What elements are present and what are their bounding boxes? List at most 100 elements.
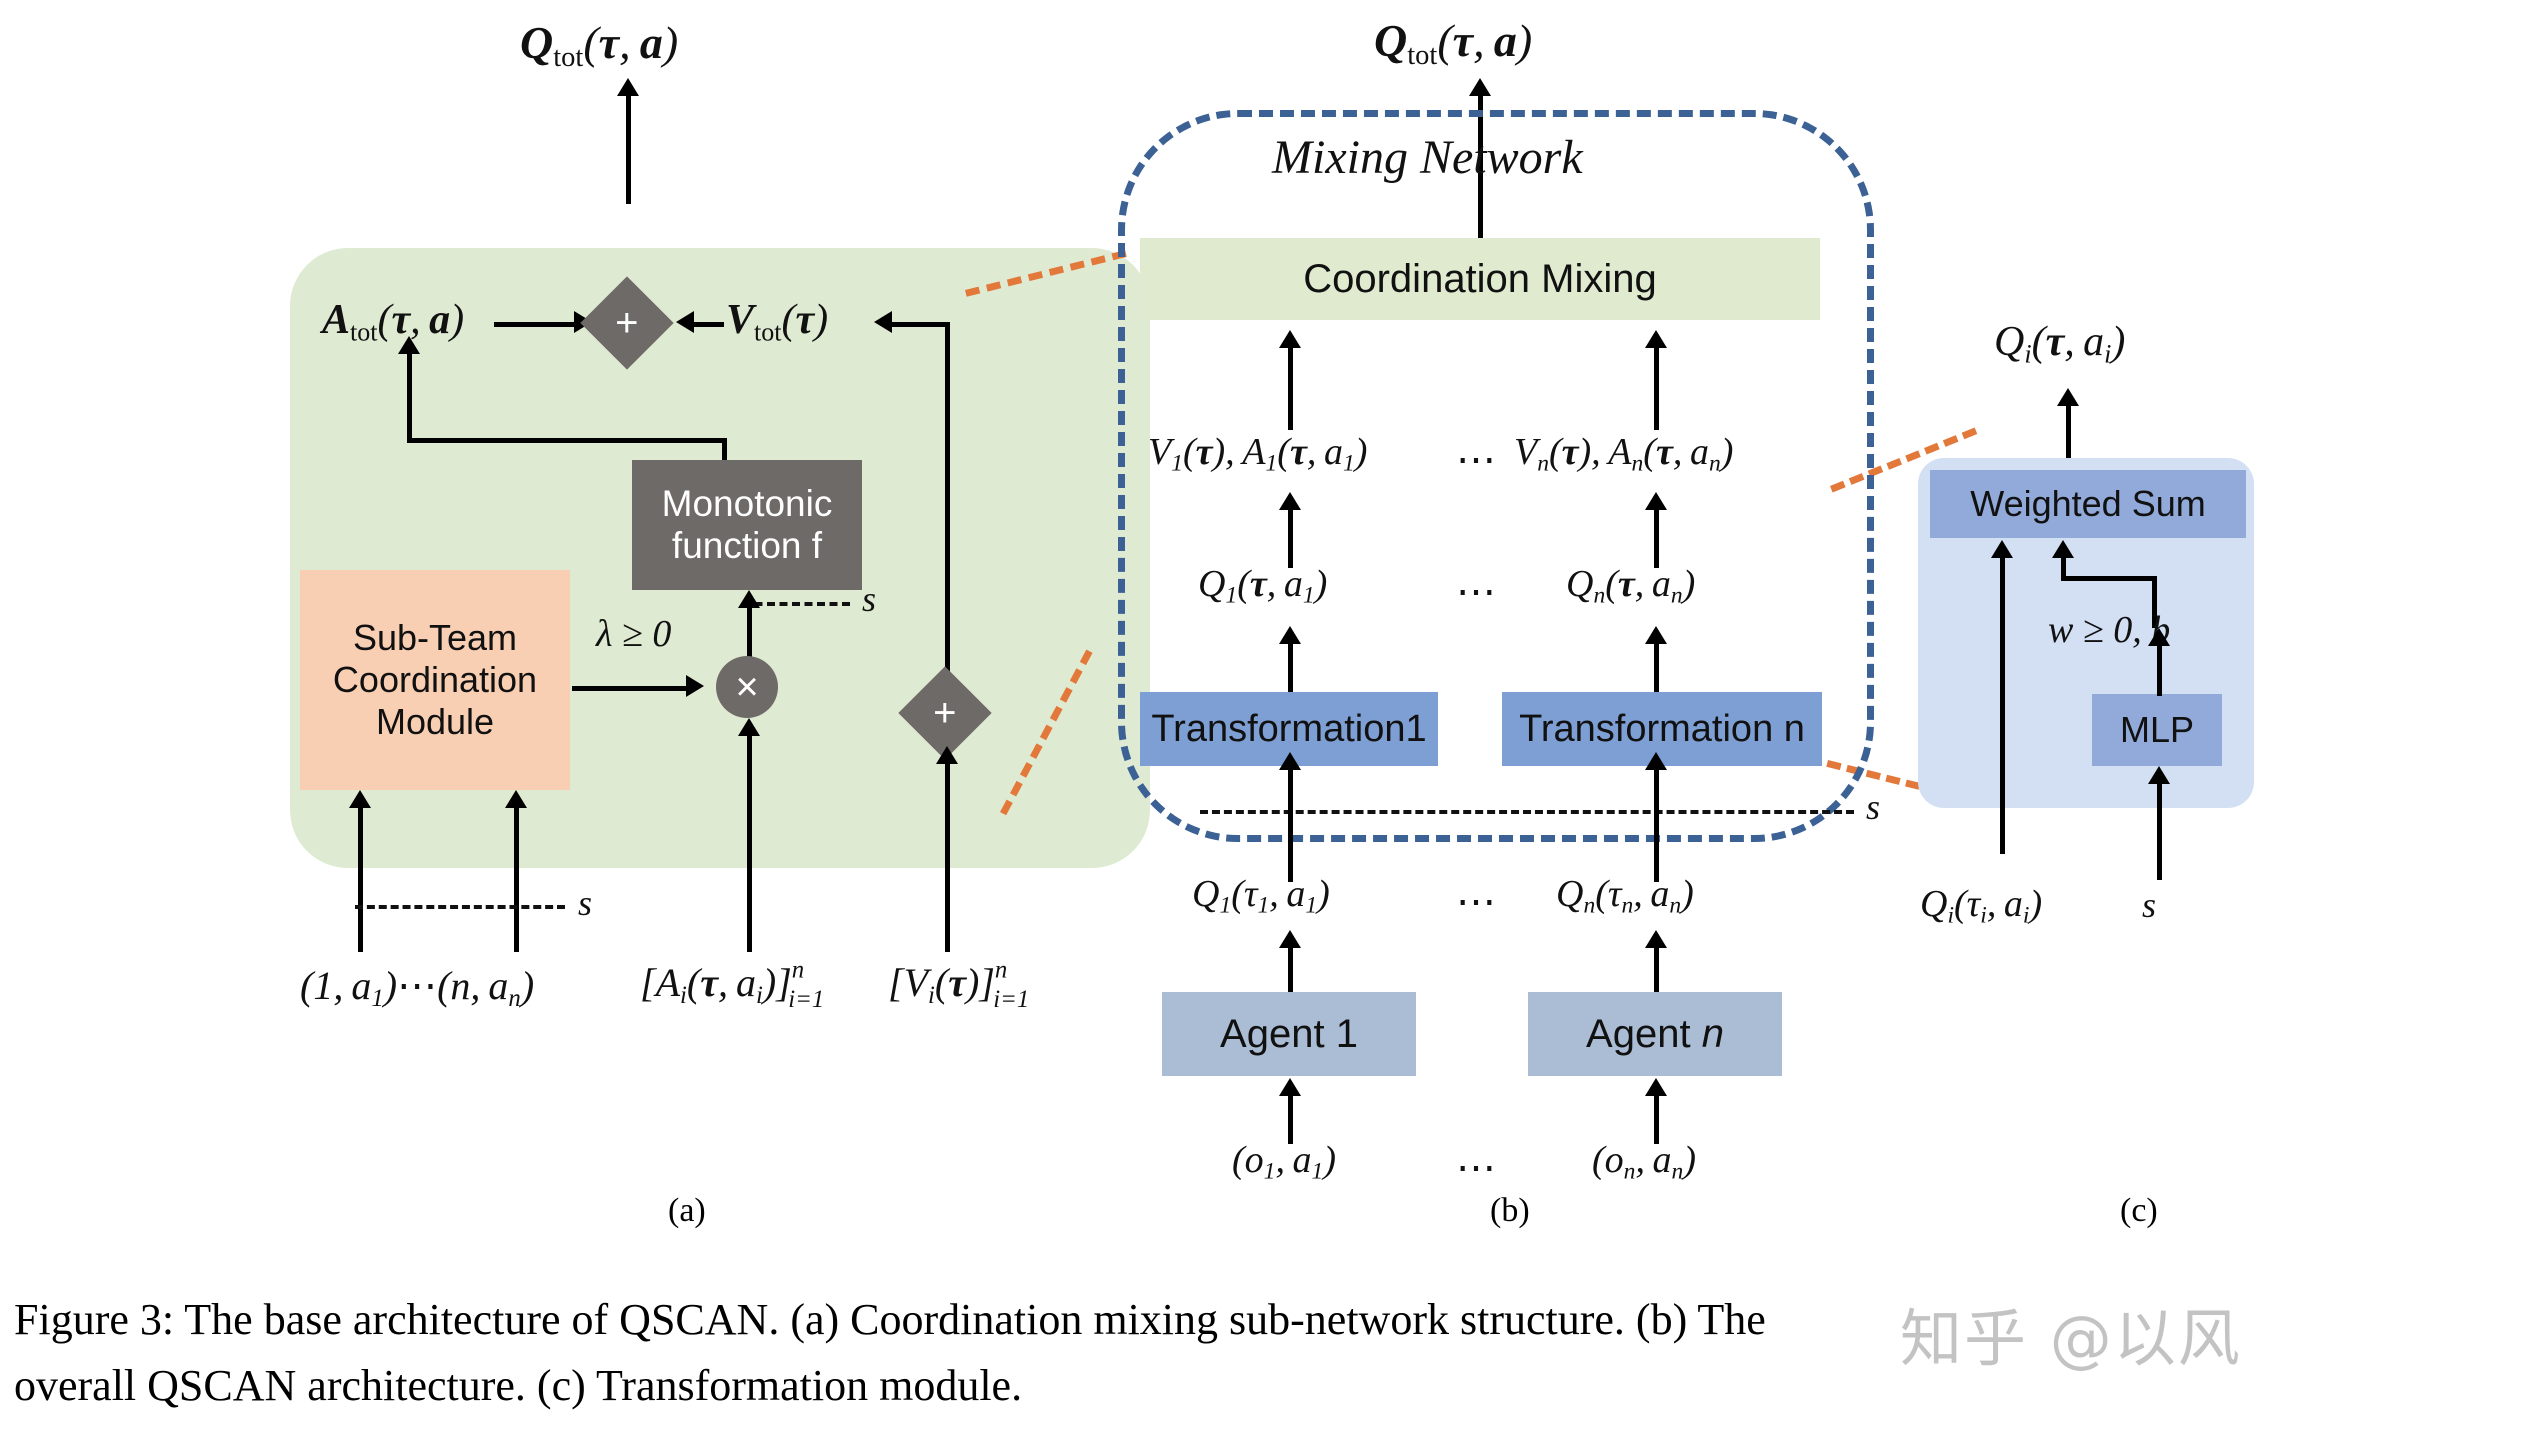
agent-box-1: Agent 1 bbox=[1162, 992, 1416, 1076]
panel-c-input-s: s bbox=[2142, 885, 2157, 925]
coordination-mixing-label: Coordination Mixing bbox=[1303, 256, 1657, 301]
panel-b-q-up-arrow-n bbox=[1645, 492, 1667, 510]
subteam-line3: Module bbox=[375, 701, 495, 742]
panel-b-agent-out-line-n bbox=[1654, 944, 1659, 998]
panel-b-agentq-arrow-1 bbox=[1279, 752, 1301, 770]
panel-b-agent-out-line-1 bbox=[1288, 944, 1293, 998]
panel-b-agent-out-arrow-n bbox=[1645, 930, 1667, 948]
panel-b-output-arrow bbox=[1469, 78, 1491, 96]
subteam-line2: Coordination bbox=[332, 659, 538, 700]
panel-b-tr-up-line-n bbox=[1654, 640, 1659, 696]
panel-b-state-dash bbox=[1200, 810, 1854, 814]
panel-c-w-line-h bbox=[2061, 576, 2157, 581]
panel-a-state-label2: s bbox=[578, 883, 593, 923]
agent-n-label: Agent n bbox=[1586, 1011, 1724, 1056]
panel-b-va-label-1: V1(τ), A1(τ, a1) bbox=[1148, 431, 1368, 477]
panel-a-lambda-arrow bbox=[686, 675, 704, 697]
panel-a-adv-up-line bbox=[407, 350, 412, 442]
agent-1-label: Agent 1 bbox=[1220, 1011, 1358, 1056]
panel-c-w-line-v1 bbox=[2061, 554, 2066, 580]
panel-a-input2-arrow bbox=[505, 790, 527, 808]
panel-a-bottom-input-2: [Ai(τ, ai)]ni=1 bbox=[640, 956, 825, 1013]
mixing-network-boundary bbox=[1118, 110, 1874, 842]
panel-c-w-arrow bbox=[2052, 540, 2074, 558]
panel-a-lambda-line bbox=[572, 686, 690, 691]
panel-a-val-riser bbox=[945, 322, 950, 712]
panel-b-agent-q-label-n: Qn(τn, an) bbox=[1556, 873, 1694, 919]
panel-c-mlp-out-line bbox=[2157, 642, 2162, 696]
monotonic-box-line2: function f bbox=[671, 525, 823, 566]
mixing-network-title: Mixing Network bbox=[1272, 131, 1583, 184]
mlp-box: MLP bbox=[2092, 694, 2222, 766]
panel-c-s-line bbox=[2157, 780, 2162, 880]
panel-a-mul-symbol: × bbox=[735, 664, 759, 709]
panel-a-state-dash bbox=[742, 602, 850, 606]
panel-b-q-ellipsis: ⋯ bbox=[1456, 569, 1499, 614]
panel-a-advantage-label: Atot(τ, a) bbox=[322, 297, 465, 347]
panel-b-q-label-1: Q1(τ, a1) bbox=[1198, 563, 1328, 609]
panel-a-adv-up-arrow bbox=[398, 336, 420, 354]
panel-c-input-q: Qi(τi, ai) bbox=[1920, 883, 2043, 929]
panel-b-output-label: Qtot(τ, a) bbox=[1374, 15, 1533, 71]
panel-a-caption: (a) bbox=[668, 1192, 706, 1229]
panel-b-va-label-n: Vn(τ), An(τ, an) bbox=[1514, 431, 1734, 477]
panel-a-bottom-input-3: [Vi(τ)]ni=1 bbox=[888, 956, 1030, 1013]
panel-b-tr-up-arrow-n bbox=[1645, 626, 1667, 644]
panel-a-val-arrow bbox=[676, 311, 694, 333]
panel-a-val-in-arrow bbox=[874, 311, 892, 333]
panel-a-input2-line bbox=[514, 804, 519, 952]
weighted-sum-box: Weighted Sum bbox=[1930, 470, 2246, 538]
panel-a-input1-line bbox=[358, 804, 363, 952]
panel-b-output-line bbox=[1478, 92, 1483, 266]
panel-a-sum-bottom-symbol: + bbox=[933, 690, 957, 735]
subteam-line1: Sub-Team bbox=[352, 617, 518, 658]
panel-c-output-label: Qi(τ, ai) bbox=[1994, 319, 2126, 369]
panel-b-obs-ellipsis: ⋯ bbox=[1456, 1145, 1499, 1190]
panel-b-cm-in-arrow-1 bbox=[1279, 330, 1301, 348]
panel-b-obs-line-1 bbox=[1288, 1092, 1293, 1144]
panel-b-agentq-line-1 bbox=[1288, 766, 1293, 882]
panel-a-mul-node: × bbox=[716, 656, 778, 718]
panel-a-input1-arrow bbox=[349, 790, 371, 808]
panel-b-q-up-arrow-1 bbox=[1279, 492, 1301, 510]
panel-b-q-up-line-1 bbox=[1288, 506, 1293, 568]
panel-b-q-label-n: Qn(τ, an) bbox=[1566, 563, 1696, 609]
panel-a-mul-in-line bbox=[747, 732, 752, 952]
panel-a-state-dash2 bbox=[355, 905, 565, 909]
agent-box-n: Agent n bbox=[1528, 992, 1782, 1076]
panel-a-output-label: Qtot(τ, a) bbox=[520, 17, 679, 73]
panel-b-va-ellipsis: ⋯ bbox=[1456, 437, 1499, 482]
transformation-n-label: Transformation n bbox=[1519, 707, 1805, 750]
panel-a-value-label: Vtot(τ) bbox=[726, 297, 829, 347]
panel-b-tr-up-arrow-1 bbox=[1279, 626, 1301, 644]
panel-b-obs-arrow-n bbox=[1645, 1078, 1667, 1096]
panel-c-s-arrow bbox=[2148, 766, 2170, 784]
panel-a-val-to-sum-line bbox=[692, 322, 724, 327]
panel-b-agentq-line-n bbox=[1654, 766, 1659, 882]
panel-b-q-up-line-n bbox=[1654, 506, 1659, 568]
mlp-label: MLP bbox=[2119, 709, 2195, 750]
figure-caption-line-1: Figure 3: The base architecture of QSCAN… bbox=[14, 1295, 1766, 1344]
panel-a-state-label: s bbox=[862, 579, 877, 619]
panel-a-sum-symbol: + bbox=[615, 300, 639, 345]
panel-a-adv-horiz-line bbox=[407, 438, 727, 443]
zhihu-watermark: 知乎 @以风 bbox=[1900, 1302, 2242, 1375]
panel-a-val-in-line bbox=[890, 322, 950, 327]
panel-b-agent-q-label-1: Q1(τ1, a1) bbox=[1192, 873, 1330, 919]
panel-b-tr-up-line-1 bbox=[1288, 640, 1293, 696]
panel-a-lambda-label: λ ≥ 0 bbox=[596, 613, 672, 655]
transformation-box-n: Transformation n bbox=[1502, 692, 1822, 766]
panel-c-w-line-v2 bbox=[2152, 576, 2157, 628]
panel-c-output-arrow bbox=[2057, 388, 2079, 406]
panel-a-sum-bottom-line bbox=[945, 760, 950, 952]
panel-a-adv-to-sum-line bbox=[494, 322, 578, 327]
panel-b-cm-in-line-1 bbox=[1288, 344, 1293, 430]
panel-c-caption: (c) bbox=[2120, 1192, 2158, 1229]
panel-a-bottom-input-1: (1, a1)⋯(n, an) bbox=[300, 963, 535, 1012]
panel-c-q-arrow bbox=[1991, 540, 2013, 558]
panel-a-output-line bbox=[626, 92, 631, 204]
panel-b-cm-in-arrow-n bbox=[1645, 330, 1667, 348]
panel-c-mlp-out-arrow bbox=[2148, 628, 2170, 646]
figure-caption-line-2: overall QSCAN architecture. (c) Transfor… bbox=[14, 1361, 1023, 1410]
coordination-mixing-box: Coordination Mixing bbox=[1140, 238, 1820, 320]
